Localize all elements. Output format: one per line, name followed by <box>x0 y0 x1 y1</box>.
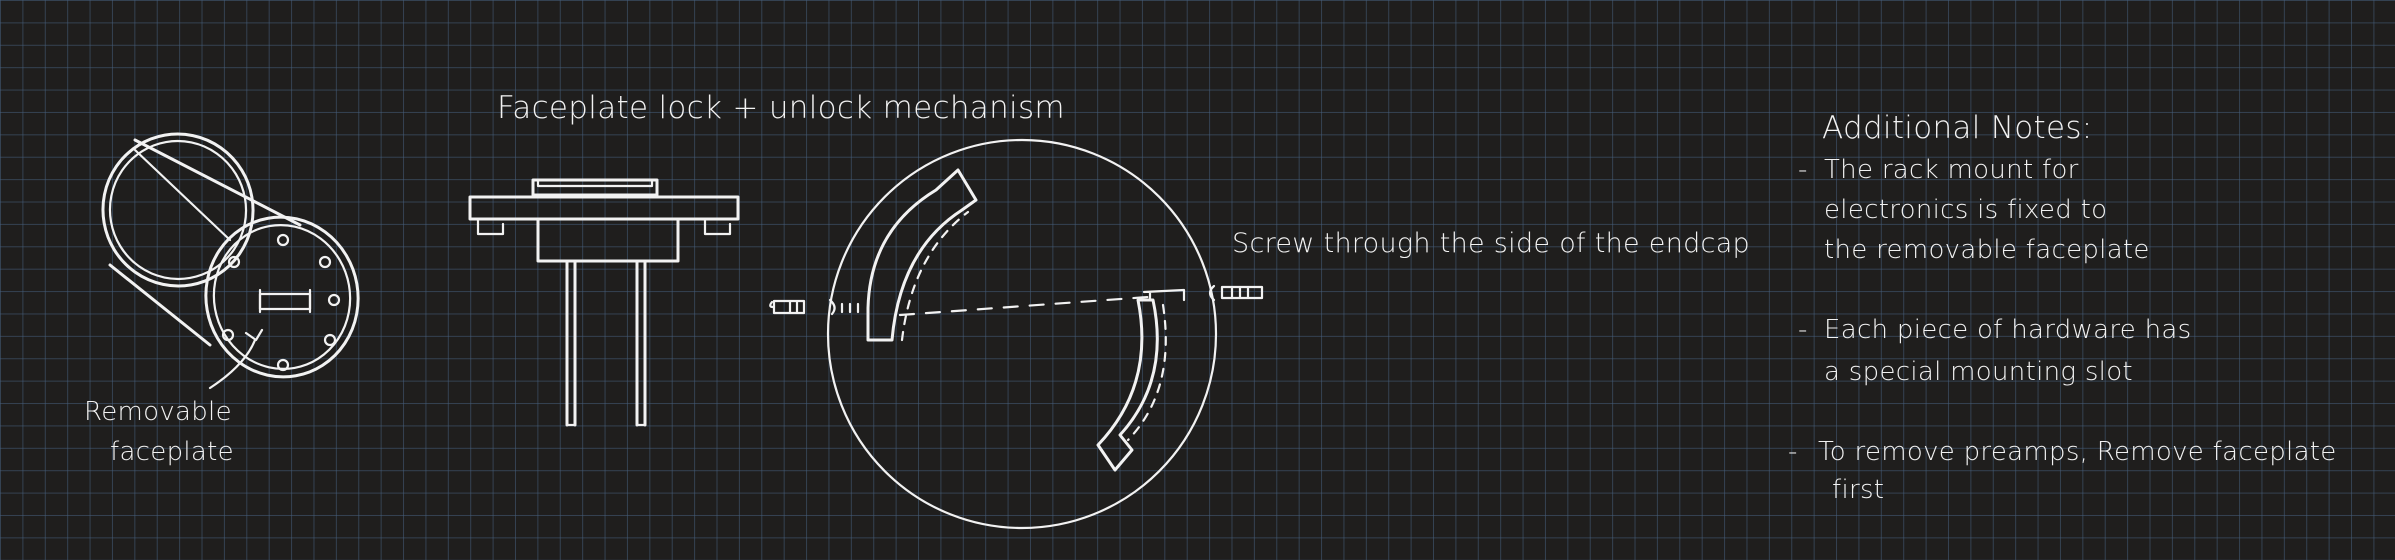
lock-axis-dashed <box>898 295 1150 317</box>
mechanism-title: Faceplate lock + unlock mechanism <box>497 90 1065 126</box>
cylinder-sketch <box>101 132 360 390</box>
faceplate-outer-ring <box>204 215 360 379</box>
note-bullet: - <box>1788 437 1798 467</box>
faceplate-bolt-hole <box>227 255 241 269</box>
faceplate-bolt-hole <box>327 293 341 307</box>
screw-right <box>1220 285 1264 300</box>
screw-left-head <box>769 300 775 309</box>
lock-slot-upper <box>866 168 978 342</box>
note-3-line1: To remove preamps, Remove faceplate <box>1818 437 2337 467</box>
faceplate-slot <box>258 292 312 311</box>
mechanism-leg-right <box>635 259 647 427</box>
faceplate-bolt-hole <box>276 233 290 247</box>
mechanism-body <box>536 217 680 263</box>
lock-slot-lower-guide <box>1126 303 1167 442</box>
note-2-line1: Each piece of hardware has <box>1824 315 2192 345</box>
faceplate-bolt-hole <box>323 333 337 347</box>
removable-faceplate-label-line1: Removable <box>84 397 232 427</box>
removable-faceplate-label-line2: faceplate <box>110 437 234 467</box>
note-bullet: - <box>1798 155 1808 185</box>
lock-slot-lower-head <box>1142 288 1186 302</box>
faceplate-slot-ends <box>258 288 312 314</box>
cylinder-side-line-bottom <box>108 263 212 347</box>
screw-right-head <box>1208 284 1216 302</box>
lock-slot-upper-guide <box>900 210 970 342</box>
mechanism-top-view <box>769 138 1264 530</box>
note-1-line1: The rack mount for <box>1824 155 2079 185</box>
faceplate-pointer-arrowhead <box>244 328 264 342</box>
screw-left-thread <box>828 298 860 316</box>
cylinder-side-line-top <box>133 138 302 227</box>
mechanism-top-cap-detail <box>536 178 654 188</box>
mechanism-leg-left <box>565 259 577 427</box>
lock-ring-circle <box>826 138 1218 530</box>
mechanism-side-view <box>468 178 740 427</box>
cylinder-back-diagonal <box>133 148 232 242</box>
screw-left <box>772 299 806 315</box>
cylinder-back-ring <box>101 132 255 288</box>
faceplate-bolt-hole <box>318 255 332 269</box>
faceplate-bolt-hole <box>276 358 290 372</box>
note-2-line2: a special mounting slot <box>1824 357 2133 387</box>
mechanism-clips <box>476 217 732 236</box>
note-1-line2: electronics is fixed to <box>1824 195 2108 225</box>
note-3-line2: first <box>1832 475 1885 505</box>
faceplate-bolt-hole <box>221 328 235 342</box>
lock-slot-lower <box>1096 298 1159 472</box>
faceplate-inner-ring <box>212 224 352 370</box>
notes-heading: Additional Notes: <box>1822 110 2093 146</box>
faceplate-pointer-arrow <box>208 338 257 390</box>
screw-note: Screw through the side of the endcap <box>1232 228 1750 259</box>
note-1-line3: the removable faceplate <box>1824 235 2150 265</box>
note-bullet: - <box>1798 315 1808 345</box>
mechanism-flange <box>468 195 740 221</box>
mechanism-top-cap <box>531 178 659 197</box>
